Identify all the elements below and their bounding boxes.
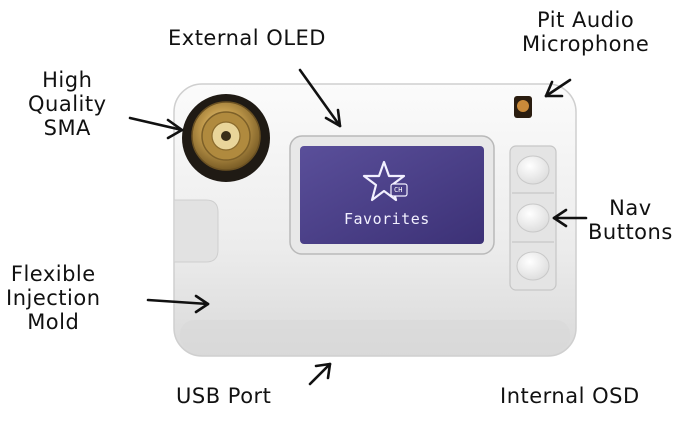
screen-menu-label: Favorites: [344, 210, 430, 228]
nav-buttons: [509, 145, 557, 291]
nav-button-down: [516, 251, 550, 281]
arrow-oled: [298, 68, 342, 128]
arrow-sma: [128, 116, 184, 132]
arrow-mold: [146, 298, 210, 306]
callout-arrows: [128, 68, 588, 386]
arrow-mic: [544, 78, 572, 98]
arrow-usb: [308, 362, 332, 386]
label-flexible-injection-mold: Flexible Injection Mold: [6, 262, 101, 334]
label-internal-osd: Internal OSD: [500, 384, 640, 408]
star-icon: [362, 160, 408, 202]
label-pit-audio-microphone: Pit Audio Microphone: [522, 8, 650, 56]
microphone-icon: [514, 96, 532, 118]
label-high-quality-sma: High Quality SMA: [28, 68, 107, 140]
nav-button-up: [516, 155, 550, 185]
label-usb-port: USB Port: [176, 384, 272, 408]
sma-connector: [182, 94, 270, 182]
nav-button-select: [516, 203, 550, 233]
label-nav-buttons: Nav Buttons: [588, 196, 673, 244]
label-external-oled: External OLED: [168, 26, 326, 50]
channel-badge: CH: [394, 186, 403, 194]
